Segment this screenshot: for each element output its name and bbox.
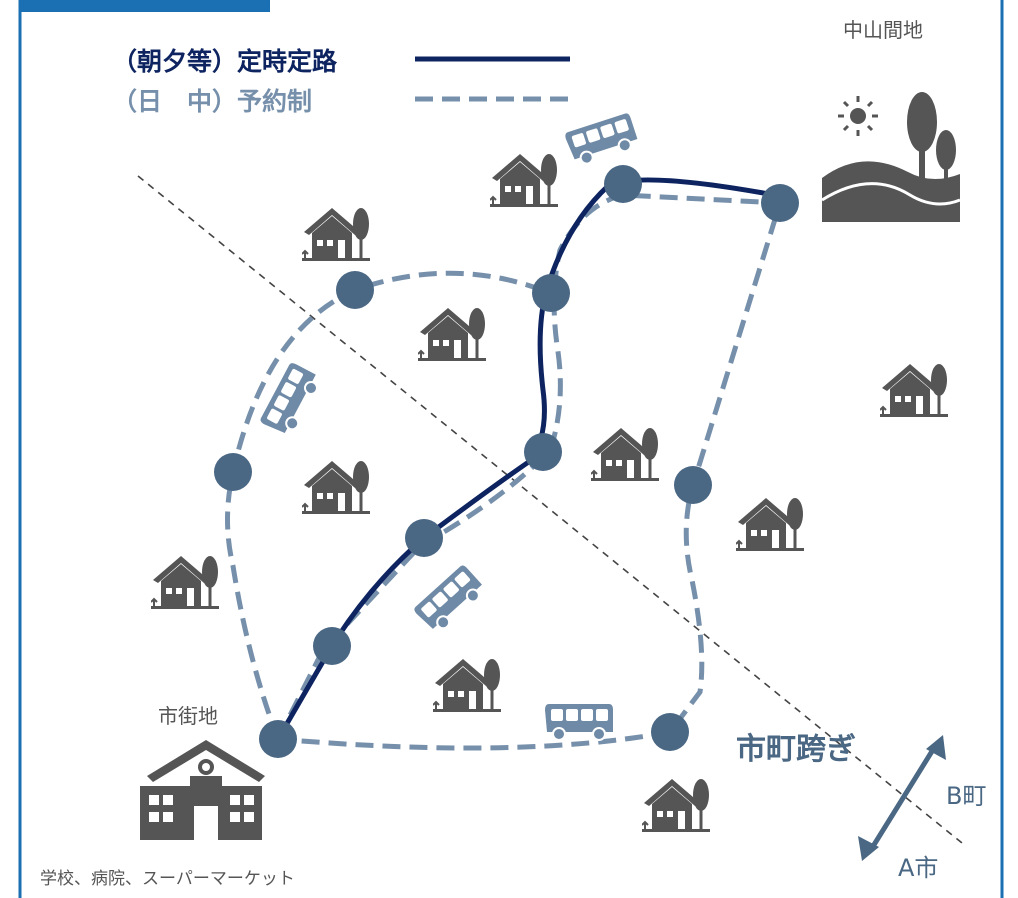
school-building-icon	[140, 740, 265, 840]
bus-icon	[544, 703, 614, 741]
double-arrow-icon	[858, 735, 946, 861]
house-icon	[302, 207, 371, 262]
stop-west	[214, 453, 252, 491]
bus-icon	[411, 562, 489, 638]
bus-stops	[214, 165, 799, 758]
legend-fixed-route-label: （朝夕等）定時定路	[112, 47, 338, 76]
house-icon	[151, 555, 220, 610]
house-icon	[880, 363, 949, 418]
house-icon	[591, 427, 660, 482]
house-icon	[736, 497, 805, 552]
town-b-label: B町	[946, 782, 987, 810]
stop-4	[532, 274, 570, 312]
cross-border-label: 市町跨ぎ	[736, 732, 856, 767]
house-icon	[302, 460, 371, 515]
mountain-area-label: 中山間地	[843, 18, 923, 42]
house-icon	[490, 153, 559, 208]
house-icon	[418, 307, 487, 362]
stop-3	[524, 433, 562, 471]
mountain-sun-icon	[821, 92, 961, 222]
house-icon	[433, 658, 502, 713]
house-icon	[642, 778, 711, 833]
stop-west-north	[336, 271, 374, 309]
stop-mountain	[761, 184, 799, 222]
stop-1	[313, 627, 351, 665]
bus-icon	[563, 111, 641, 169]
stop-east	[674, 466, 712, 504]
stop-south-east	[651, 713, 689, 751]
legend-on-demand-label: （日 中）予約制	[112, 87, 313, 116]
town-center-label: 市街地	[158, 704, 218, 728]
stop-2	[405, 519, 443, 557]
stop-town-center	[259, 720, 297, 758]
on-demand-route-west-loop	[225, 270, 551, 740]
facilities-label: 学校、病院、スーパーマーケット	[40, 869, 295, 889]
frame-header-tab	[20, 0, 270, 12]
stop-5	[604, 165, 642, 203]
city-a-label: A市	[898, 854, 939, 882]
